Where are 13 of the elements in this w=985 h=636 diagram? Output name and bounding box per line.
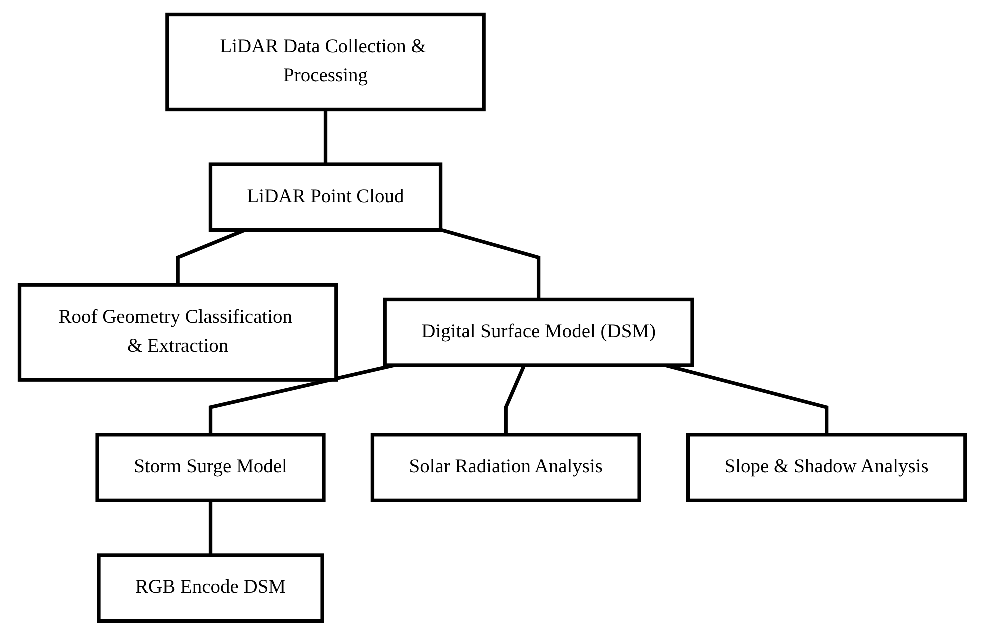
node-box: LiDAR Data Collection & Processing (166, 12, 486, 112)
node-box: Roof Geometry Classification & Extraction (18, 283, 338, 382)
connector (440, 228, 541, 300)
connector (208, 500, 213, 556)
connector (324, 110, 328, 165)
connector (208, 364, 396, 435)
connector (504, 364, 526, 435)
node-box: Slope & Shadow Analysis (686, 433, 968, 502)
node-box: Storm Surge Model (96, 433, 326, 502)
node-box: Digital Surface Model (DSM) (383, 298, 694, 368)
node-box: LiDAR Point Cloud (208, 162, 443, 232)
node-box: Solar Radiation Analysis (370, 433, 642, 502)
node-box: RGB Encode DSM (97, 554, 324, 624)
